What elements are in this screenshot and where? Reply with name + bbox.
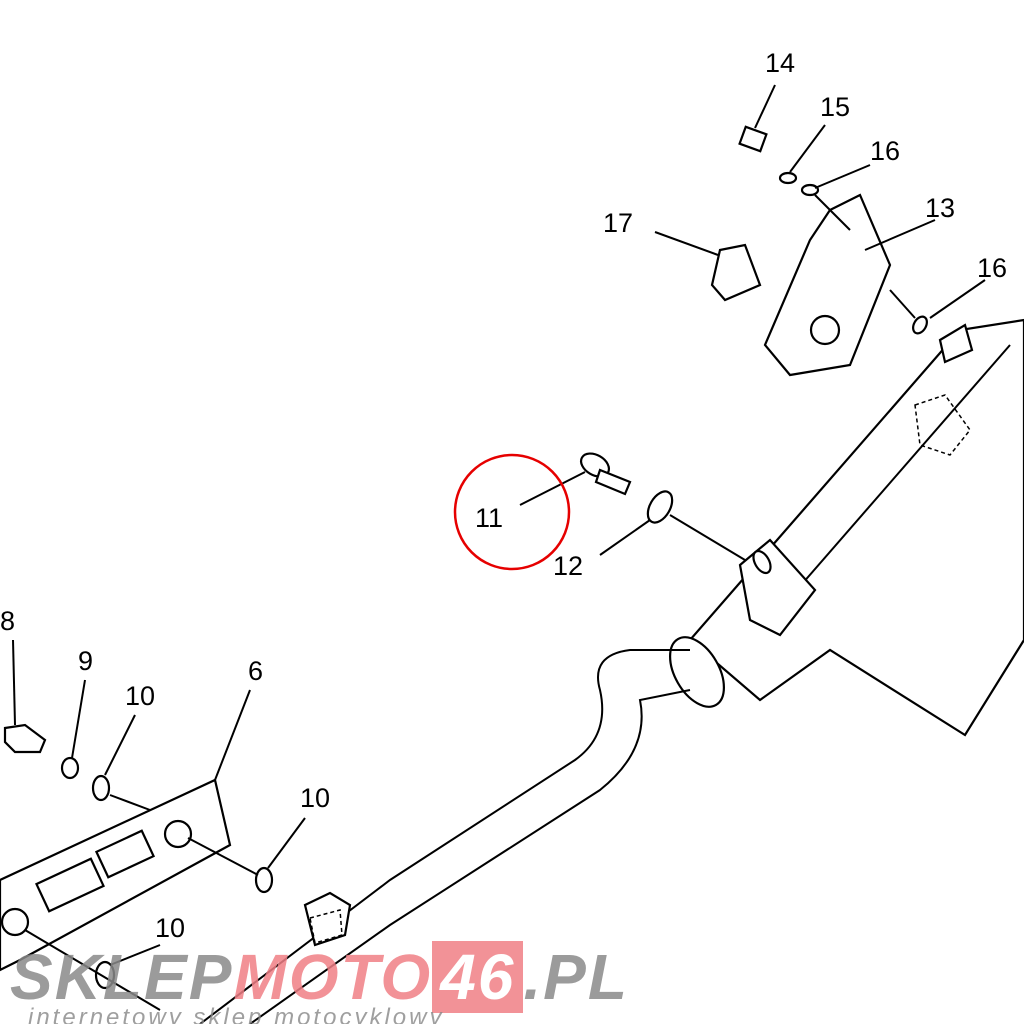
callout-10c: 10 xyxy=(155,913,185,943)
watermark-46: 46 xyxy=(432,941,524,1013)
callout-14: 14 xyxy=(765,48,795,78)
watermark-tagline: internetowy sklep motocyklowy xyxy=(28,1004,445,1024)
bolt-11 xyxy=(579,452,632,496)
callout-12: 12 xyxy=(553,551,583,581)
callout-9: 9 xyxy=(78,646,93,676)
leader-lines xyxy=(12,84,986,1011)
small-parts xyxy=(3,723,274,990)
callout-17: 17 xyxy=(603,208,633,238)
watermark-moto: MOTO xyxy=(233,941,433,1013)
callout-11: 11 xyxy=(475,503,503,533)
callout-13: 13 xyxy=(925,193,955,223)
callout-16: 16 xyxy=(870,136,900,166)
highlight-circle xyxy=(453,453,571,571)
bracket-6 xyxy=(0,778,232,972)
callout-15: 15 xyxy=(820,92,850,122)
callout-10a: 10 xyxy=(125,681,155,711)
callout-6: 6 xyxy=(248,656,263,686)
washer-12 xyxy=(646,490,674,524)
callout-8: 8 xyxy=(0,606,15,636)
callout-16b: 16 xyxy=(977,253,1007,283)
bracket-13 xyxy=(710,125,928,377)
watermark-sklep: SKLEP xyxy=(10,941,234,1013)
muffler xyxy=(668,318,1024,737)
exhaust-pipe xyxy=(199,649,691,1024)
callout-10b: 10 xyxy=(300,783,330,813)
watermark-pl: .PL xyxy=(523,941,629,1013)
